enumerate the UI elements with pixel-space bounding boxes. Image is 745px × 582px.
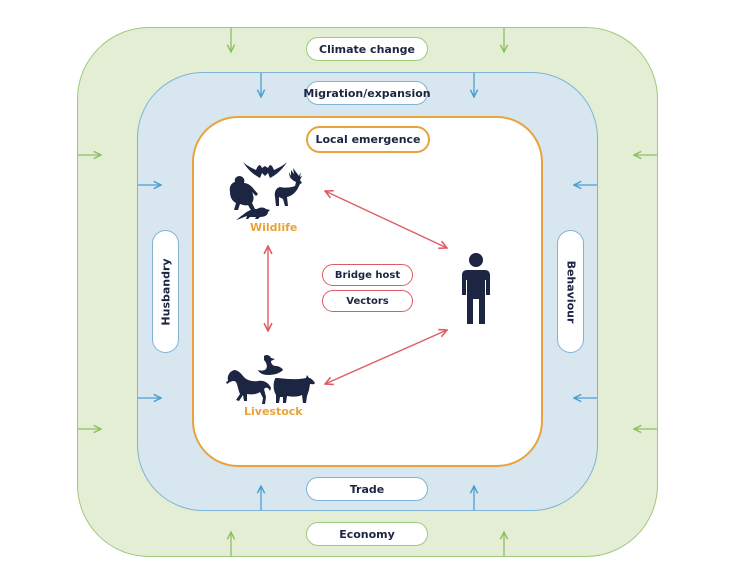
duck-icon	[258, 354, 283, 375]
trade-label: Trade	[306, 477, 428, 501]
livestock-label: Livestock	[244, 405, 303, 418]
climate-change-label: Climate change	[306, 37, 428, 61]
migration-expansion-label: Migration/expansion	[303, 81, 431, 105]
local-emergence-label: Local emergence	[306, 126, 430, 153]
monkey-icon	[229, 176, 258, 212]
husbandry-label: Husbandry	[159, 257, 172, 326]
bridge-host-label: Bridge host	[322, 264, 413, 286]
person-icon	[462, 253, 490, 324]
livestock-human-link	[325, 330, 447, 384]
wildlife-human-link	[325, 191, 447, 248]
vectors-label: Vectors	[322, 290, 413, 312]
rat-icon	[236, 207, 270, 220]
behaviour-pill: Behaviour	[557, 230, 584, 353]
horse-icon	[226, 370, 271, 404]
cow-icon	[273, 375, 315, 403]
deer-icon	[274, 168, 302, 206]
wildlife-label: Wildlife	[250, 221, 298, 234]
economy-label: Economy	[306, 522, 428, 546]
behaviour-label: Behaviour	[564, 260, 577, 323]
bat-icon	[243, 162, 287, 178]
husbandry-pill: Husbandry	[152, 230, 179, 353]
